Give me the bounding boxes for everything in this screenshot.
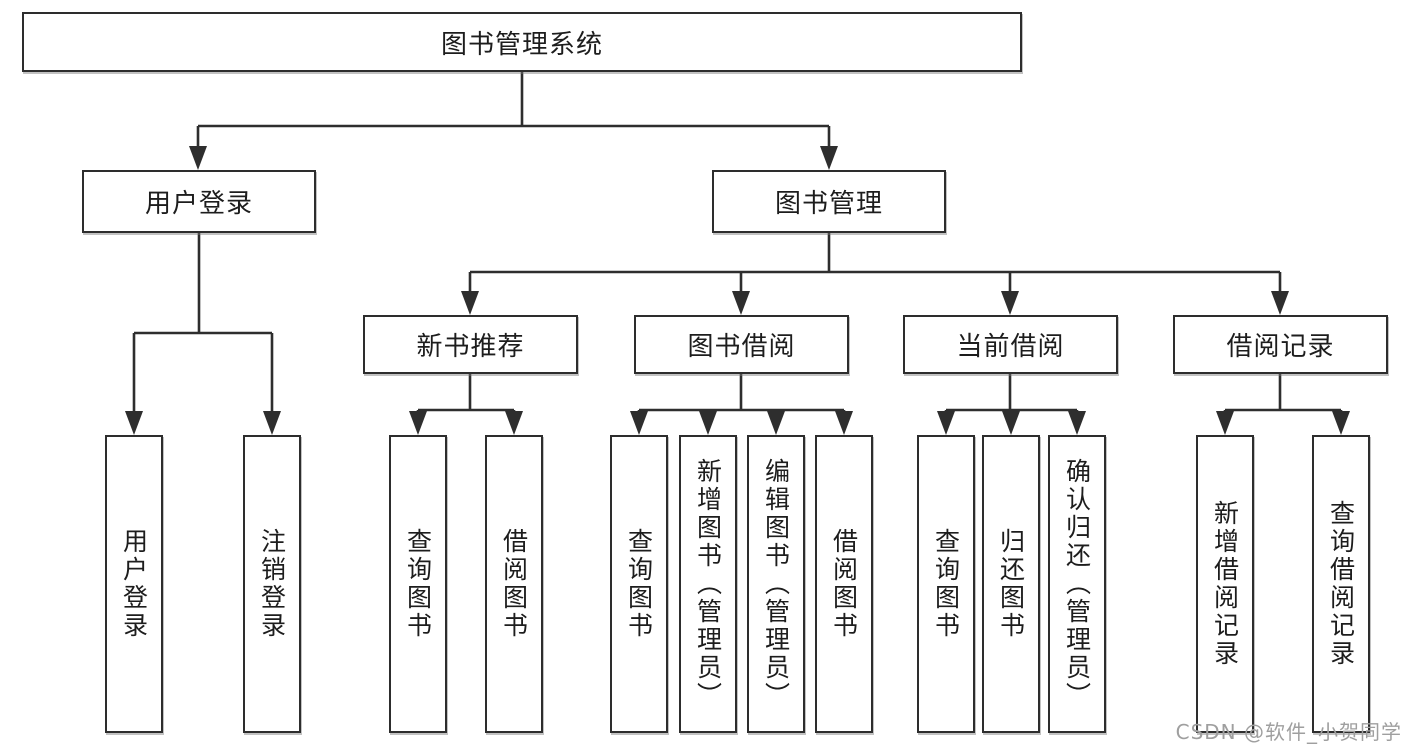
node-book-borrow: 图书借阅 xyxy=(634,315,849,374)
arrowhead-icon xyxy=(937,411,955,435)
node-leaf-query-books-borrow: 查询图书 xyxy=(610,435,668,733)
node-leaf-query-books-current: 查询图书 xyxy=(917,435,975,733)
arrowhead-icon xyxy=(409,411,427,435)
arrowhead-icon xyxy=(767,411,785,435)
node-leaf-query-books-borrow-label: 查询图书 xyxy=(624,528,654,640)
node-leaf-borrow-books: 借阅图书 xyxy=(815,435,873,733)
node-leaf-query-borrow-record: 查询借阅记录 xyxy=(1312,435,1370,733)
node-leaf-edit-books-admin-label: 编辑图书（管理员） xyxy=(761,458,791,710)
node-root-label: 图书管理系统 xyxy=(440,29,603,60)
node-book-mgmt: 图书管理 xyxy=(712,170,946,233)
connector-line xyxy=(637,374,846,415)
arrowhead-icon xyxy=(1271,291,1289,315)
node-borrow-records: 借阅记录 xyxy=(1173,315,1388,374)
arrowhead-icon xyxy=(505,411,523,435)
connector-line xyxy=(132,233,274,415)
arrowhead-icon xyxy=(189,146,207,170)
connector-book-mgmt-to-level3 xyxy=(461,233,1289,315)
node-leaf-confirm-return-admin-label: 确认归还（管理员） xyxy=(1062,458,1092,710)
node-current-borrow: 当前借阅 xyxy=(903,315,1118,374)
node-leaf-query-books-rec: 查询图书 xyxy=(389,435,447,733)
arrowhead-icon xyxy=(732,291,750,315)
node-leaf-borrow-books-rec-label: 借阅图书 xyxy=(499,528,529,640)
arrowhead-icon xyxy=(263,411,281,435)
arrowhead-icon xyxy=(125,411,143,435)
arrowhead-icon xyxy=(699,411,717,435)
node-user-login-label: 用户登录 xyxy=(144,189,253,219)
arrowhead-icon xyxy=(1332,411,1350,435)
arrowhead-icon xyxy=(835,411,853,435)
arrowhead-icon xyxy=(1068,411,1086,435)
node-leaf-add-books-admin: 新增图书（管理员） xyxy=(679,435,737,733)
arrowhead-icon xyxy=(461,291,479,315)
node-leaf-borrow-books-label: 借阅图书 xyxy=(829,528,859,640)
node-book-borrow-label: 图书借阅 xyxy=(687,332,796,362)
node-leaf-edit-books-admin: 编辑图书（管理员） xyxy=(747,435,805,733)
node-borrow-records-label: 借阅记录 xyxy=(1226,332,1335,362)
node-leaf-query-borrow-record-label: 查询借阅记录 xyxy=(1326,500,1356,668)
connector-line xyxy=(196,72,831,150)
connector-line xyxy=(468,233,1282,295)
node-leaf-add-borrow-record: 新增借阅记录 xyxy=(1196,435,1254,733)
node-leaf-query-books-rec-label: 查询图书 xyxy=(403,528,433,640)
node-new-book-rec-label: 新书推荐 xyxy=(416,332,525,362)
node-leaf-borrow-books-rec: 借阅图书 xyxy=(485,435,543,733)
arrowhead-icon xyxy=(1002,411,1020,435)
arrowhead-icon xyxy=(820,146,838,170)
node-user-login: 用户登录 xyxy=(82,170,316,233)
connector-new-book-rec-to-children xyxy=(409,374,523,435)
node-current-borrow-label: 当前借阅 xyxy=(956,332,1065,362)
connector-root-to-level2 xyxy=(189,72,838,170)
connector-borrow-records-to-children xyxy=(1216,374,1350,435)
node-new-book-rec: 新书推荐 xyxy=(363,315,578,374)
csdn-watermark: CSDN @软件_小贺同学 xyxy=(1175,720,1402,744)
node-root: 图书管理系统 xyxy=(22,12,1022,72)
connector-user-login-to-children xyxy=(125,233,281,435)
connector-line xyxy=(1223,374,1343,415)
arrowhead-icon xyxy=(630,411,648,435)
node-leaf-return-books: 归还图书 xyxy=(982,435,1040,733)
connector-current-borrow-to-children xyxy=(937,374,1086,435)
node-leaf-user-login-label: 用户登录 xyxy=(119,528,149,640)
node-leaf-query-books-current-label: 查询图书 xyxy=(931,528,961,640)
node-leaf-add-borrow-record-label: 新增借阅记录 xyxy=(1210,500,1240,668)
node-leaf-logout: 注销登录 xyxy=(243,435,301,733)
arrowhead-icon xyxy=(1001,291,1019,315)
node-leaf-user-login: 用户登录 xyxy=(105,435,163,733)
node-leaf-confirm-return-admin: 确认归还（管理员） xyxy=(1048,435,1106,733)
connector-line xyxy=(944,374,1079,415)
connector-line xyxy=(416,374,516,415)
node-leaf-add-books-admin-label: 新增图书（管理员） xyxy=(693,458,723,710)
node-leaf-logout-label: 注销登录 xyxy=(257,528,287,640)
arrowhead-icon xyxy=(1216,411,1234,435)
node-book-mgmt-label: 图书管理 xyxy=(774,189,883,219)
connector-book-borrow-to-children xyxy=(630,374,853,435)
node-leaf-return-books-label: 归还图书 xyxy=(996,528,1026,640)
